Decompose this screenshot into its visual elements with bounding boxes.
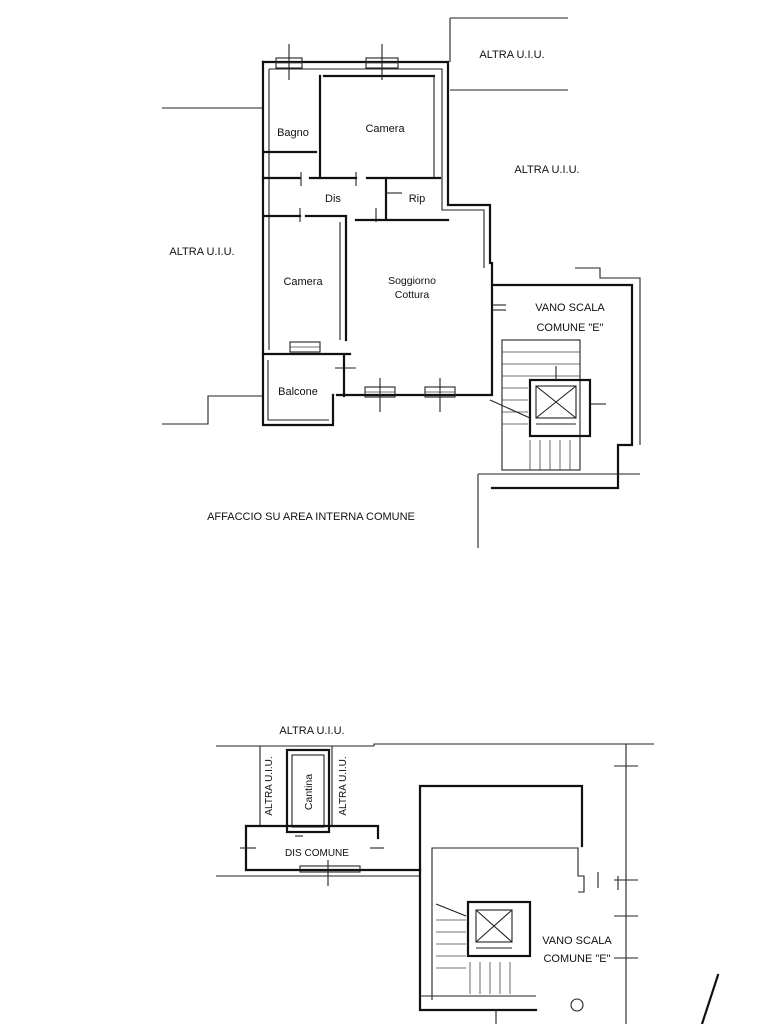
upper-floor-plan: ALTRA U.I.U. ALTRA U.I.U. ALTRA U.I.U. B… — [162, 17, 641, 548]
room-label-soggiorno: Soggiorno — [388, 275, 436, 287]
cellar-walls — [216, 745, 422, 886]
adjacent-unit-label-left: ALTRA U.I.U. — [169, 246, 234, 258]
lower-floor-plan: ALTRA U.I.U. ALTRA U.I.U. ALTRA U.I.U. C… — [216, 725, 720, 1024]
room-label-camera-top: Camera — [365, 123, 405, 135]
adjacent-unit-label-top: ALTRA U.I.U. — [279, 725, 344, 737]
stairwell-label-line1: VANO SCALA — [535, 302, 605, 314]
adjacent-boundaries — [162, 17, 568, 425]
stairwell-upper — [477, 267, 641, 548]
room-label-dis: Dis — [325, 193, 341, 205]
adjacent-unit-label-top-right: ALTRA U.I.U. — [479, 49, 544, 61]
adjacent-unit-label-vertical-right: ALTRA U.I.U. — [338, 756, 349, 815]
room-label-balcone: Balcone — [278, 386, 318, 398]
stairwell-label-line2-lower: COMUNE "E" — [543, 953, 610, 965]
room-label-cantina: Cantina — [303, 774, 315, 810]
area-label-affaccio: AFFACCIO SU AREA INTERNA COMUNE — [207, 511, 415, 523]
room-label-rip: Rip — [409, 193, 426, 205]
room-label-dis-comune: DIS COMUNE — [285, 848, 349, 859]
apartment-walls — [261, 44, 506, 427]
room-label-cottura: Cottura — [395, 289, 430, 301]
stairwell-lower — [373, 743, 720, 1024]
adjacent-unit-label-vertical-left: ALTRA U.I.U. — [264, 756, 275, 815]
adjacent-unit-label-right: ALTRA U.I.U. — [514, 164, 579, 176]
room-label-bagno: Bagno — [277, 127, 309, 139]
room-label-camera-left: Camera — [283, 276, 323, 288]
stairwell-label-line2: COMUNE "E" — [536, 322, 603, 334]
stairwell-label-line1-lower: VANO SCALA — [542, 935, 612, 947]
